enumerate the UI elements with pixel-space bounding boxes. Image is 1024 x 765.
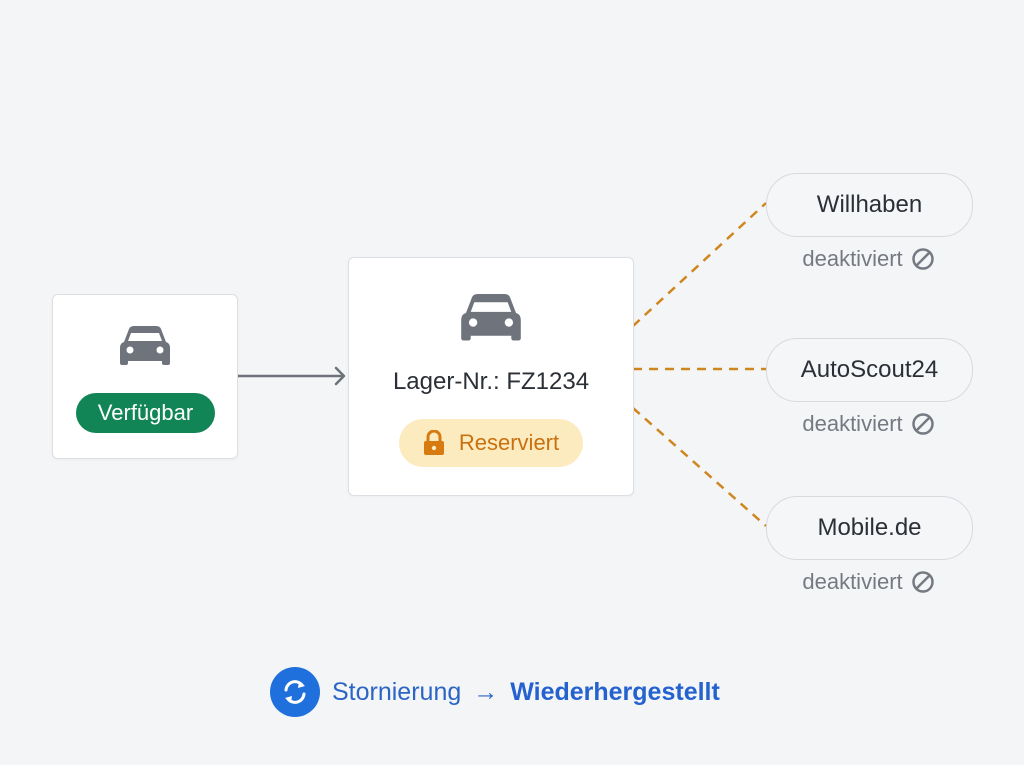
status-label: deaktiviert — [802, 246, 903, 271]
cancellation-label: Stornierung — [332, 677, 462, 706]
reserved-status-badge: Reserviert — [399, 419, 583, 467]
platform-willhaben[interactable]: Willhaben — [766, 173, 973, 237]
arrow-right-icon: → — [473, 677, 499, 706]
blocked-icon — [911, 413, 934, 435]
platform-willhaben-status: deaktiviert — [766, 246, 971, 272]
restore-status-line: Stornierung → Wiederhergestellt — [270, 667, 720, 717]
restored-label: Wiederhergestellt — [510, 677, 720, 706]
status-label: deaktiviert — [802, 569, 903, 594]
lock-icon — [423, 430, 444, 455]
platform-autoscout24[interactable]: AutoScout24 — [766, 338, 973, 402]
car-icon — [120, 326, 170, 365]
platform-autoscout24-status: deaktiviert — [766, 411, 971, 437]
available-status-badge: Verfügbar — [76, 393, 215, 433]
platform-mobile-de-status: deaktiviert — [766, 569, 971, 595]
vehicle-card[interactable]: Lager-Nr.: FZ1234 Reserviert — [348, 257, 634, 496]
reserved-status-label: Reserviert — [458, 430, 560, 455]
platform-mobile-de[interactable]: Mobile.de — [766, 496, 973, 560]
sync-icon — [270, 667, 320, 717]
available-vehicle-card[interactable]: Verfügbar — [52, 294, 238, 459]
status-label: deaktiviert — [802, 411, 903, 436]
blocked-icon — [911, 248, 934, 270]
stock-number: Lager-Nr.: FZ1234 — [392, 368, 590, 395]
car-icon — [461, 293, 521, 341]
blocked-icon — [911, 571, 934, 593]
